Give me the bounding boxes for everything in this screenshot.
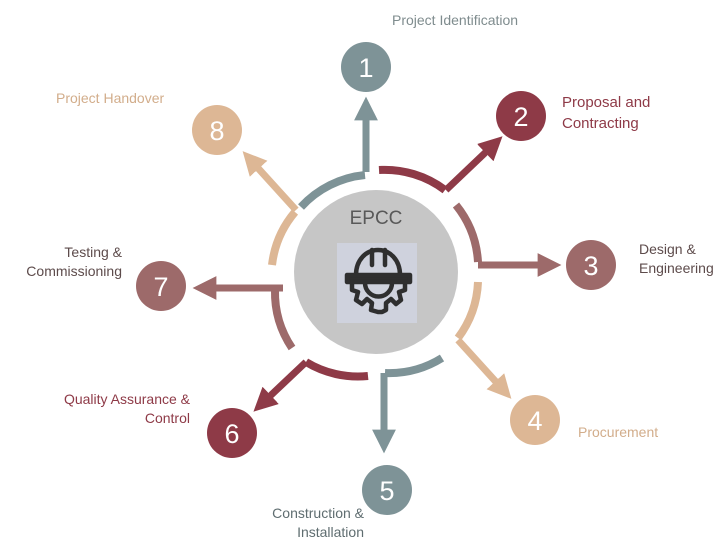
step-label-1-line-1: Project Identification: [392, 12, 519, 28]
arrow-to-step-6: [253, 359, 309, 412]
step-node-7: 7: [136, 261, 186, 311]
step-circle-3: [566, 240, 616, 290]
step-node-1: 1: [341, 42, 391, 92]
step-label-3-line-1: Design &: [639, 241, 696, 257]
step-label-6-line-1: Quality Assurance &: [63, 391, 190, 407]
step-node-3: 3: [566, 240, 616, 290]
ring-segment-1: [298, 171, 366, 210]
step-number-6: 6: [224, 419, 239, 449]
step-circle-4: [510, 395, 560, 445]
ring: [268, 165, 482, 381]
step-number-3: 3: [583, 251, 598, 281]
step-circle-6: [207, 408, 257, 458]
step-number-2: 2: [513, 102, 528, 132]
step-label-3: Design & Engineering: [639, 240, 714, 278]
step-number-8: 8: [209, 116, 224, 146]
step-circle-2: [496, 91, 546, 141]
step-label-7-line-1: Testing &: [64, 244, 122, 260]
step-label-4-line-1: Procurement: [578, 424, 659, 440]
step-label-8-line-1: Project Handover: [56, 90, 165, 106]
ring-segment-5: [384, 354, 445, 378]
step-label-6-line-2: Control: [144, 410, 190, 426]
step-number-5: 5: [379, 476, 394, 506]
step-node-5: 5: [362, 465, 412, 515]
step-circle-5: [362, 465, 412, 515]
ring-segment-7: [270, 289, 296, 351]
step-node-4: 4: [510, 395, 560, 445]
step-circle-1: [341, 42, 391, 92]
step-label-2-line-1: Proposal and: [562, 94, 651, 111]
step-label-6: Quality Assurance & Control: [40, 390, 190, 428]
step-number-1: 1: [358, 53, 373, 83]
step-label-5-line-1: Construction &: [272, 505, 364, 521]
ring-segment-2: [378, 165, 448, 194]
ring-segment-6: [303, 358, 369, 381]
ring-segment-8: [268, 209, 299, 266]
hardhat-gear-icon: [344, 247, 413, 315]
step-circle-8: [192, 105, 242, 155]
arrows: [192, 96, 562, 454]
step-label-1: Project Identification: [392, 11, 518, 30]
ring-segment-3: [452, 202, 482, 263]
arrow-to-step-4: [455, 337, 512, 399]
step-node-2: 2: [496, 91, 546, 141]
step-label-8: Project Handover: [56, 89, 164, 108]
step-node-8: 8: [192, 105, 242, 155]
step-label-7: Testing & Commissioning: [6, 243, 122, 281]
step-label-2-line-2: Contracting: [562, 115, 639, 132]
step-label-5: Construction & Installation: [254, 504, 364, 542]
step-circles: 1 2 3 4 5 6 7 8: [136, 42, 616, 515]
step-label-3-line-2: Engineering: [639, 260, 714, 276]
step-label-7-line-2: Commissioning: [26, 263, 122, 279]
step-label-4: Procurement: [578, 423, 658, 442]
hub: EPCC: [294, 190, 458, 354]
arrow-to-step-8: [242, 151, 299, 213]
ring-segment-4: [454, 281, 482, 341]
arrow-to-step-2: [443, 136, 503, 193]
center-title: EPCC: [350, 208, 403, 229]
step-node-6: 6: [207, 408, 257, 458]
step-circle-7: [136, 261, 186, 311]
step-label-5-line-2: Installation: [297, 524, 364, 540]
step-number-7: 7: [153, 272, 168, 302]
step-number-4: 4: [527, 406, 542, 436]
step-label-2: Proposal and Contracting: [562, 92, 650, 134]
